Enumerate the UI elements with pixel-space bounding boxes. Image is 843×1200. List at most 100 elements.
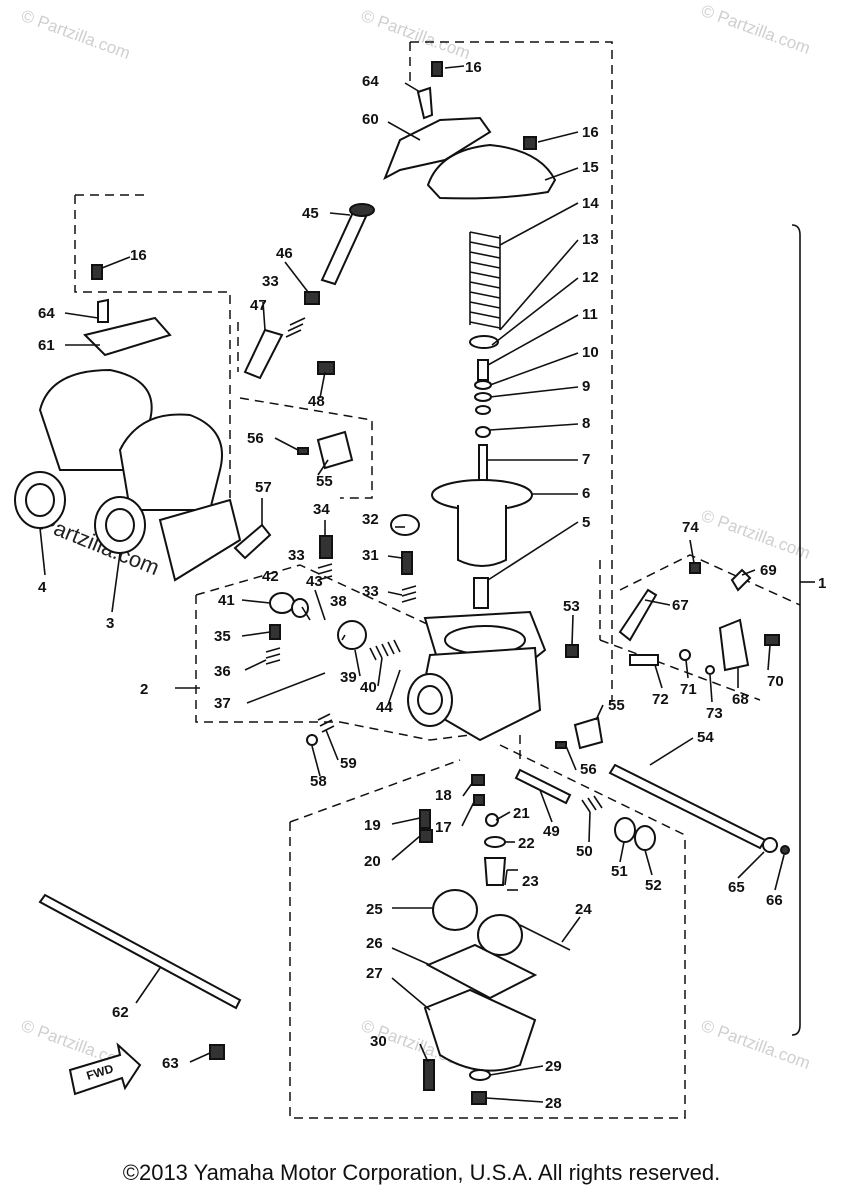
callout-71: 71 <box>680 681 697 698</box>
part-lever-47 <box>243 328 284 380</box>
callout-43: 43 <box>306 573 323 590</box>
callout-73: 73 <box>706 705 723 722</box>
part-screw-16-left <box>91 264 103 280</box>
part-screw-16-top <box>431 61 443 77</box>
part-bracket-60 <box>383 116 492 181</box>
callout-35: 35 <box>214 628 231 645</box>
part-gasket-26 <box>425 943 538 1000</box>
part-66 <box>780 845 790 855</box>
part-21 <box>485 813 499 827</box>
callout-62: 62 <box>112 1004 129 1021</box>
callout-66: 66 <box>766 892 783 909</box>
part-spring-33-c <box>317 563 333 581</box>
callout-59: 59 <box>340 755 357 772</box>
part-53 <box>565 644 579 658</box>
watermark-top-left: © Partzilla.com <box>19 6 133 63</box>
part-screw-16-right <box>523 136 537 150</box>
callout-53: 53 <box>563 598 580 615</box>
part-shaft-54 <box>608 763 767 850</box>
callout-67: 67 <box>672 597 689 614</box>
callout-11: 11 <box>582 306 598 323</box>
callout-40: 40 <box>360 679 377 696</box>
callout-56: 56 <box>247 430 264 447</box>
callout-17: 17 <box>435 819 452 836</box>
part-screw-35 <box>269 624 281 640</box>
callout-68: 68 <box>732 691 749 708</box>
callout-15: 15 <box>582 159 599 176</box>
callout-39: 39 <box>340 669 357 686</box>
callout-70: 70 <box>767 673 784 690</box>
callout-47: 47 <box>250 297 267 314</box>
callout-33: 33 <box>262 273 279 290</box>
part-carb-assembly <box>14 316 242 582</box>
part-52 <box>634 825 656 851</box>
callout-72: 72 <box>652 691 669 708</box>
part-23 <box>483 857 507 886</box>
group-outlines <box>74 41 801 1119</box>
part-clip-11 <box>474 380 492 390</box>
callout-8: 8 <box>582 415 590 432</box>
callout-58: 58 <box>310 773 327 790</box>
part-clip-64-left <box>97 298 109 323</box>
callout-16: 16 <box>582 124 599 141</box>
callout-26: 26 <box>366 935 383 952</box>
callout-60: 60 <box>362 111 379 128</box>
callout-2: 2 <box>140 681 148 698</box>
part-spring-50 <box>581 795 603 813</box>
part-screw-31 <box>401 551 413 575</box>
watermark-top-center: © Partzilla.com <box>359 6 473 63</box>
part-cover-61 <box>83 316 172 357</box>
callout-56: 56 <box>580 761 597 778</box>
part-carb-body <box>407 610 547 742</box>
callout-3: 3 <box>106 615 114 632</box>
part-68 <box>718 618 750 672</box>
callout-74: 74 <box>682 519 699 536</box>
callout-63: 63 <box>162 1055 179 1072</box>
part-29 <box>469 1069 491 1081</box>
callout-6: 6 <box>582 485 590 502</box>
part-20 <box>419 829 433 843</box>
callout-16: 16 <box>465 59 482 76</box>
callout-29: 29 <box>545 1058 562 1075</box>
callout-41: 41 <box>218 592 235 609</box>
part-lever-67 <box>618 588 658 642</box>
part-28 <box>471 1091 487 1105</box>
part-70 <box>764 634 780 646</box>
callout-9: 9 <box>582 378 590 395</box>
part-51 <box>614 817 636 843</box>
part-73 <box>705 665 715 675</box>
callout-33: 33 <box>362 583 379 600</box>
part-jet-5 <box>473 577 489 609</box>
part-shaft-45-head <box>349 203 375 217</box>
callout-65: 65 <box>728 879 745 896</box>
part-46 <box>304 291 320 305</box>
part-bracket-55-upper <box>316 430 354 470</box>
callout-36: 36 <box>214 663 231 680</box>
callout-14: 14 <box>582 195 599 212</box>
part-pin-24 <box>519 924 571 951</box>
callout-18: 18 <box>435 787 452 804</box>
callout-61: 61 <box>38 337 55 354</box>
part-float-25a <box>432 889 478 931</box>
part-bracket-55-lower <box>573 716 604 750</box>
part-float-25b <box>477 914 523 956</box>
part-19 <box>419 809 431 829</box>
part-17 <box>473 794 485 806</box>
part-washer-10 <box>474 392 492 402</box>
callout-20: 20 <box>364 853 381 870</box>
part-ring-9 <box>475 405 491 415</box>
callout-32: 32 <box>362 511 379 528</box>
callout-42: 42 <box>262 568 279 585</box>
callout-13: 13 <box>582 231 599 248</box>
part-piston-6 <box>457 505 507 567</box>
callout-7: 7 <box>582 451 590 468</box>
part-screw-30 <box>423 1059 435 1091</box>
callout-38: 38 <box>330 593 347 610</box>
fwd-arrow: FWD <box>68 1042 142 1096</box>
callout-25: 25 <box>366 901 383 918</box>
callout-64: 64 <box>362 73 379 90</box>
callout-69: 69 <box>760 562 777 579</box>
part-38 <box>337 620 367 650</box>
part-stay-62 <box>38 893 242 1010</box>
callout-16: 16 <box>130 247 147 264</box>
